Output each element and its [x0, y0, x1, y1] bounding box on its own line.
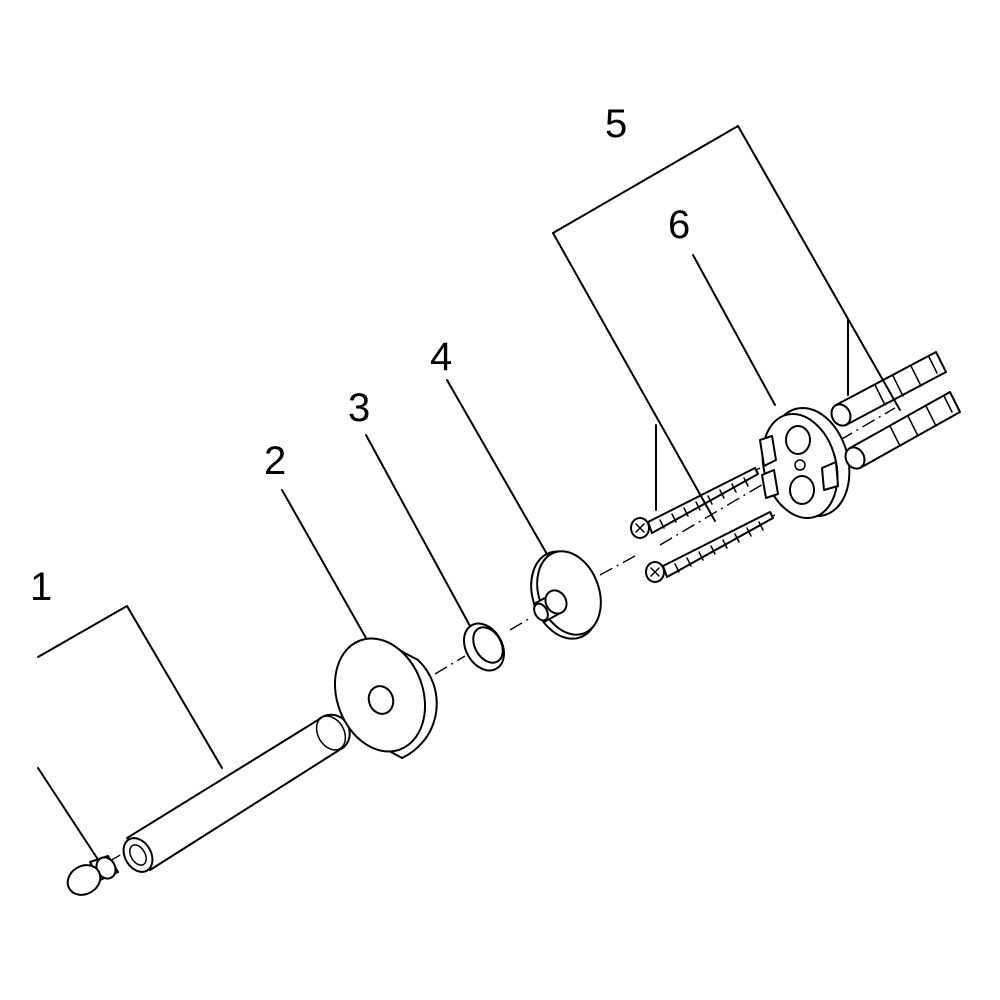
callout-1: 1 [30, 565, 52, 609]
callout-4: 4 [430, 335, 452, 379]
leader-lines [37, 125, 901, 859]
mounting-flange-part [530, 550, 602, 640]
callout-labels: 1 2 3 4 5 6 [30, 102, 690, 609]
callout-5: 5 [605, 102, 627, 146]
screw-lower [645, 511, 774, 583]
wall-plug-upper [830, 351, 947, 427]
rod-part [122, 713, 351, 873]
wall-bracket-part [759, 406, 851, 520]
callout-2: 2 [264, 439, 286, 483]
callout-6: 6 [668, 203, 690, 247]
end-cap-part [66, 855, 119, 896]
wall-plug-lower [844, 391, 961, 470]
ring-washer-part [463, 622, 505, 672]
callout-3: 3 [348, 386, 370, 430]
rosette-cover-part [333, 637, 438, 759]
